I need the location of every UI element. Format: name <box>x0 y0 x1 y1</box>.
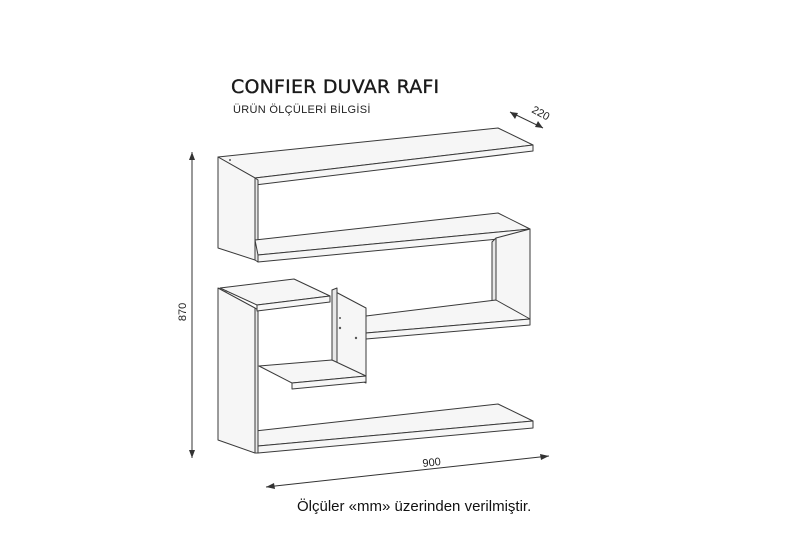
small-lower-shelf-front <box>291 375 367 390</box>
width-dimension <box>265 454 550 489</box>
product-title: CONFIER DUVAR RAFI <box>231 76 440 98</box>
height-dimension <box>189 152 195 458</box>
depth-dimension <box>509 111 544 129</box>
center-divider-face <box>331 287 338 368</box>
units-note: Ölçüler «mm» üzerinden verilmiştir. <box>297 498 532 515</box>
depth-label: 220 <box>530 104 552 123</box>
height-label: 870 <box>177 303 189 321</box>
right-side-panel-front <box>491 237 497 308</box>
width-label: 900 <box>422 456 442 470</box>
lower-left-panel-front <box>254 307 259 454</box>
lower-left-panel <box>217 287 256 454</box>
small-top-shelf-front <box>256 295 331 312</box>
product-subtitle: ÜRÜN ÖLÇÜLERİ BİLGİSİ <box>233 104 371 116</box>
